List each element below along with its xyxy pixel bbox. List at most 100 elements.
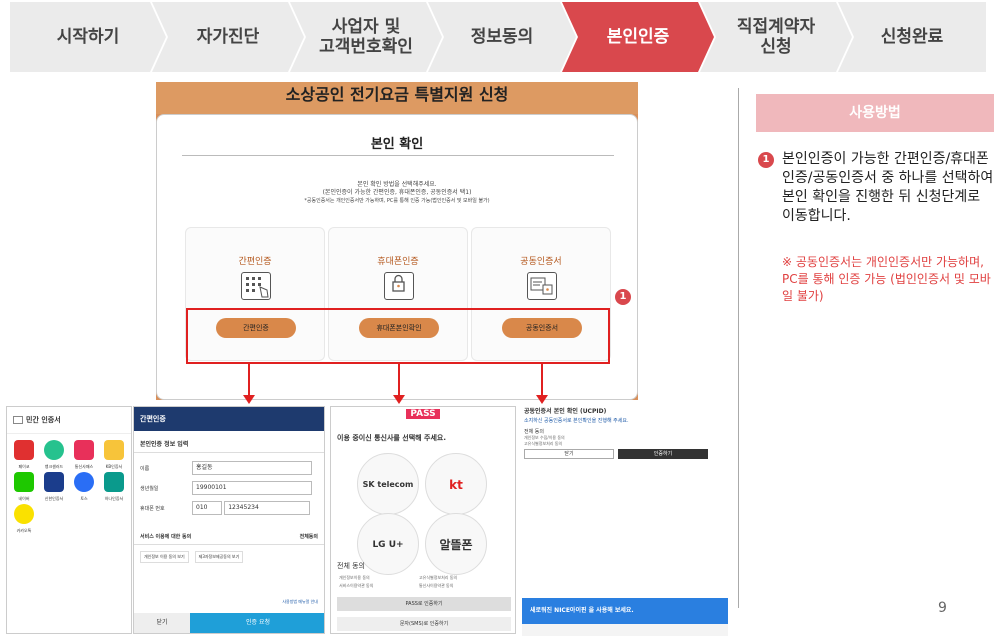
card-title: 본인 확인 [370,137,424,152]
simple-auth-button[interactable]: 간편인증 [216,318,296,338]
app-label: KB인증서 [105,464,123,469]
kt-option[interactable]: kt [425,453,487,515]
name-input[interactable]: 홍길동 [192,461,312,475]
step-label: 정보동의 [470,26,534,47]
view-link[interactable]: 보기 [177,554,185,559]
step-business-check[interactable]: 사업자 및 고객번호확인 [290,2,442,72]
phone-header: 간편인증 [134,407,324,431]
page-title: 소상공인 전기요금 특별지원 신청 [156,82,638,114]
shinhan-app[interactable]: 신한인증서 [39,470,69,502]
pass-logo: PASS [406,409,440,419]
banksalad-app[interactable]: 뱅크샐러드 [39,438,69,470]
view-link[interactable]: 보기 [231,554,240,559]
banner-text: 새로워진 NICE아이핀 을 사용해 보세요. [522,598,728,624]
agree-label: 제3자정보제공동의 [198,554,231,559]
step-badge: 1 [615,289,631,305]
pass-term[interactable]: 개인정보이용 동의 [339,575,370,580]
step-label: 자가진단 [196,26,260,47]
agree-item[interactable]: 개인정보 이용 동의 보기 [140,551,189,563]
phone-prefix-select[interactable]: 010 [192,501,222,515]
lgu-option[interactable]: LG U+ [357,513,419,575]
simple-title-text: 민간 인증서 [26,416,61,424]
option-cert-auth: 공동인증서 공동인증서 [471,227,611,361]
arrow-head [536,395,548,404]
pass-term[interactable]: 고유식별정보처리 동의 [419,575,458,580]
pass-agree-all[interactable]: 전체 동의 [337,561,365,571]
step-complete[interactable]: 신청완료 [838,2,986,72]
kb-app[interactable]: KB인증서 [99,438,129,470]
cert-term[interactable]: 개인정보 수집/이용 동의 [524,435,565,440]
manual-guide-link[interactable]: 사용방법 메뉴얼 안내 [282,599,318,604]
app-label: 토스 [80,496,88,501]
skt-option[interactable]: SK telecom [357,453,419,515]
side-divider [738,88,739,608]
agree-item[interactable]: 제3자정보제공동의 보기 [194,551,244,563]
highlight-box [186,308,610,364]
cert-confirm-button[interactable]: 인증하기 [618,449,708,459]
desc-line: (본인인증이 가능한 간편인증, 휴대폰인증, 공동인증서 택1) [322,189,472,197]
banksalad-icon [44,440,64,460]
nice-banner: 새로워진 NICE아이핀 을 사용해 보세요. [522,598,728,636]
phone-number-input[interactable]: 12345234 [224,501,311,515]
cert-screenshot: 공동인증서 본인 확인 (UCPID) 소지하신 공동인증서로 본인확인을 진행… [524,406,730,478]
phone-auth-button[interactable]: 휴대폰본인확인 [359,318,439,338]
cert-agree-all[interactable]: 전체 동의 [524,429,544,435]
instruction-note: ※ 공동인증서는 개인인증서만 가능하며, PC를 통해 인증 가능 (법인인증… [782,255,991,303]
pass-prompt: 이용 중이신 통신사를 선택해 주세요. [337,434,447,442]
step-consent[interactable]: 정보동의 [428,2,576,72]
app-label: 하나인증서 [104,496,124,501]
kakao-app[interactable]: 카카오톡 [9,502,39,534]
phone-lock-icon [384,272,414,300]
pass-auth-button[interactable]: PASS로 인증하기 [337,597,511,611]
naver-icon [14,472,34,492]
pass-app[interactable]: 통신사패스 [69,438,99,470]
keypad-icon [241,272,271,300]
sms-auth-button[interactable]: 문자(SMS)로 인증하기 [337,617,511,631]
payco-app[interactable]: 페이코 [9,438,39,470]
phone-label: 휴대폰 번호 [140,506,165,512]
step-label: 본인인증 [606,26,670,47]
pass-term[interactable]: 서비스이용약관 동의 [339,583,374,588]
app-label: 신한인증서 [44,496,64,501]
app-grid: 페이코 뱅크샐러드 통신사패스 KB인증서 네이버 신한인증서 토스 하나인증서… [7,434,131,538]
pass-terms: 개인정보이용 동의 고유식별정보처리 동의 서비스이용약관 동의 통신사이용약관… [339,575,499,589]
step-direct-contract[interactable]: 직접계약자 신청 [700,2,852,72]
step-identity-verification[interactable]: 본인인증 [562,2,714,72]
naver-app[interactable]: 네이버 [9,470,39,502]
certificate-icon [13,416,23,424]
cert-close-button[interactable]: 닫기 [524,449,614,459]
toss-app[interactable]: 토스 [69,470,99,502]
step-self-diagnosis[interactable]: 자가진단 [152,2,304,72]
step-start[interactable]: 시작하기 [10,2,166,72]
option-label: 공동인증서 [520,257,562,267]
arrow-head [243,395,255,404]
arrow-line [541,364,543,396]
request-button[interactable]: 인증 요청 [190,613,324,633]
kakao-icon [14,504,34,524]
cert-term[interactable]: 고유식별정보처리 동의 [524,441,563,446]
app-label: 페이코 [18,464,30,469]
cert-title: 공동인증서 본인 확인 (UCPID) [524,408,607,415]
shinhan-icon [44,472,64,492]
payco-icon [14,440,34,460]
agree-all-checkbox[interactable]: 전체동의 [300,533,318,540]
mvno-option[interactable]: 알뜰폰 [425,513,487,575]
step-label: 직접계약자 신청 [736,16,816,57]
option-label: 간편인증 [238,257,272,267]
pass-term[interactable]: 통신사이용약관 동의 [419,583,454,588]
app-label: 네이버 [18,496,30,501]
birth-input[interactable]: 19900101 [192,481,312,495]
simple-auth-screenshot: 민간 인증서 페이코 뱅크샐러드 통신사패스 KB인증서 네이버 신한인증서 토… [6,406,132,634]
simple-title: 민간 인증서 [7,407,131,434]
close-button[interactable]: 닫기 [134,613,190,633]
cert-auth-button[interactable]: 공동인증서 [502,318,582,338]
step-label: 시작하기 [56,26,120,47]
option-phone-auth: 휴대폰인증 휴대폰본인확인 [328,227,468,361]
arrow-line [248,364,250,396]
divider [182,155,614,156]
instruction-text: 본인인증이 가능한 간편인증/휴대폰인증/공동인증서 중 하나를 선택하여 본인… [782,151,994,224]
hana-app[interactable]: 하나인증서 [99,470,129,502]
cert-subtitle: 소지하신 공동인증서로 본인확인을 진행해 주세요. [524,418,629,424]
